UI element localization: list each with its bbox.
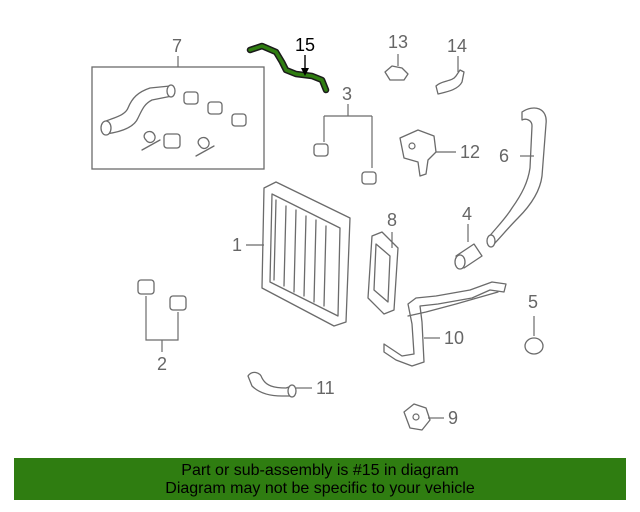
callout-8: 8 [387,210,397,230]
info-banner: Part or sub-assembly is #15 in diagram D… [14,458,626,500]
callout-15: 15 [295,35,315,55]
callout-13: 13 [388,32,408,52]
part-4-coupler[interactable]: 4 [454,204,483,270]
callout-1: 1 [232,235,242,255]
part-1-radiator[interactable]: 1 [232,181,351,327]
parts-diagram: 7 15 13 14 3 12 6 [91,32,547,431]
part-7-kit[interactable]: 7 [91,36,265,170]
part-10-lines[interactable]: 10 [383,281,507,367]
part-11-hose[interactable]: 11 [247,371,335,398]
banner-line-1: Part or sub-assembly is #15 in diagram [181,462,459,479]
callout-3: 3 [342,84,352,104]
part-5-cap[interactable]: 5 [524,292,544,355]
callout-12: 12 [460,142,480,162]
banner-line-2: Diagram may not be specific to your vehi… [165,480,475,497]
callout-6: 6 [499,146,509,166]
part-2-mounts[interactable]: 2 [137,279,187,374]
callout-7: 7 [172,36,182,56]
part-6-hose[interactable]: 6 [486,107,547,248]
callout-2: 2 [157,354,167,374]
part-15-hose[interactable]: 15 [246,35,330,94]
callout-11: 11 [316,378,335,398]
part-3-bushings[interactable]: 3 [313,84,377,185]
callout-10: 10 [444,328,464,348]
part-12-bracket[interactable]: 12 [399,129,480,177]
callout-14: 14 [447,36,467,56]
callout-4: 4 [462,204,472,224]
callout-5: 5 [528,292,538,312]
part-8-cooler[interactable]: 8 [367,210,399,315]
part-9-valve[interactable]: 9 [403,403,458,431]
highlight-part-15 [248,44,328,92]
callout-9: 9 [448,408,458,428]
part-13-clamp[interactable]: 13 [384,32,409,81]
part-14-hose[interactable]: 14 [435,36,467,95]
